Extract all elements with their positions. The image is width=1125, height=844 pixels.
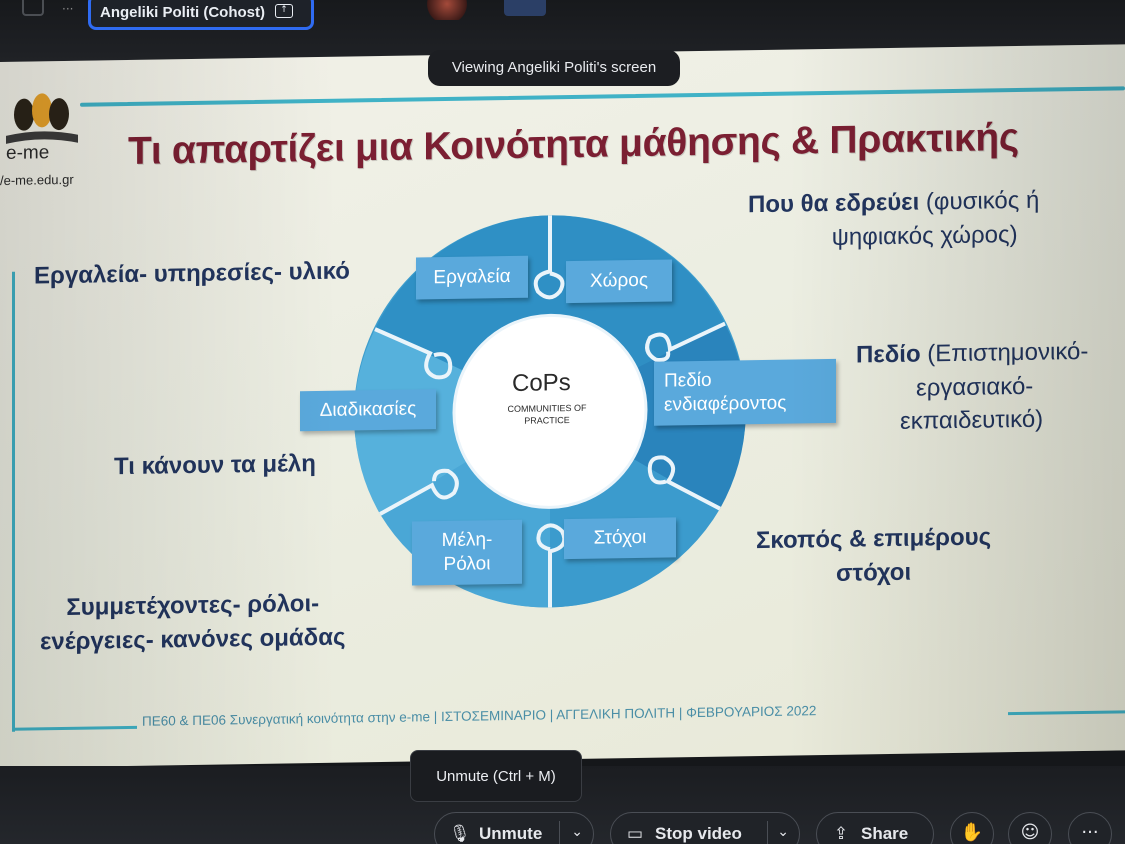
label-field-norm-1: (Επιστημονικό- <box>920 337 1089 368</box>
window-icon <box>22 0 44 16</box>
tile-field-2: ενδιαφέροντος <box>664 392 787 416</box>
unmute-tooltip: Unmute (Ctrl + M) <box>410 750 582 802</box>
label-goals: Σκοπός & επιμέρους στόχοι <box>756 520 991 591</box>
share-label: Share <box>861 824 909 843</box>
slide-footer: ΠΕ60 & ΠΕ06 Συνεργατική κοινότητα στην e… <box>142 703 817 729</box>
label-members-do: Τι κάνουν τα μέλη <box>114 447 316 484</box>
label-tools-services: Εργαλεία- υπηρεσίες- υλικό <box>34 255 350 294</box>
tile-goals: Στόχοι <box>564 517 676 560</box>
label-field-norm-3: εκπαιδευτικό) <box>900 405 1044 436</box>
e-me-logo: e-me <box>6 93 78 164</box>
camera-icon: ▭ <box>626 824 644 843</box>
share-icon: ⇪ <box>833 824 849 843</box>
tile-members-1: Μέλη- <box>441 529 493 552</box>
more-options-button[interactable]: ··· <box>1068 812 1112 844</box>
accent-line-bottom-left <box>12 725 137 731</box>
cops-subtitle-2: PRACTICE <box>524 414 570 426</box>
participant-video-thumbnail-2[interactable] <box>504 0 546 16</box>
tile-field-of-interest: Πεδίο ενδιαφέροντος <box>654 358 836 426</box>
wheel-center <box>452 313 648 509</box>
emoji-icon: ☺ <box>1020 822 1040 843</box>
reactions-button[interactable]: ☺ <box>1008 812 1052 844</box>
chevron-down-icon[interactable]: ⌄ <box>777 823 789 839</box>
viewing-screen-banner[interactable]: Viewing Angeliki Politi's screen <box>428 50 680 86</box>
share-screen-icon: ↑ <box>275 4 293 18</box>
cops-subtitle-1: COMMUNITIES OF <box>507 402 587 415</box>
label-goals-1: Σκοπός & επιμέρους <box>756 523 992 555</box>
accent-line-left <box>12 271 15 732</box>
cops-subtitle: COMMUNITIES OF PRACTICE <box>492 403 602 428</box>
accent-line-top <box>80 86 1125 107</box>
unmute-label: Unmute <box>479 824 543 843</box>
label-goals-2: στόχοι <box>835 558 912 587</box>
more-dots-icon[interactable]: ··· <box>62 2 74 16</box>
label-location-bold: Που θα εδρεύει <box>748 188 920 219</box>
label-location: Που θα εδρεύει (φυσικός ή ψηφιακός χώρος… <box>748 184 1039 256</box>
label-field: Πεδίο (Επιστημονικό- εργασιακό- εκπαιδευ… <box>856 335 1088 439</box>
logo-text: e-me <box>6 142 49 164</box>
wheel-segment-procedures <box>354 329 550 515</box>
label-participants: Συμμετέχοντες- ρόλοι- ενέργειες- κανόνες… <box>40 587 345 659</box>
mic-muted-icon: 🎙 <box>449 824 471 843</box>
label-field-norm-2: εργασιακό- <box>916 372 1034 402</box>
tile-members-roles: Μέλη- Ρόλοι <box>412 519 522 586</box>
tile-tools: Εργαλεία <box>416 255 528 300</box>
shared-slide: e-me /e-me.edu.gr Τι απαρτίζει μια Κοινό… <box>0 44 1125 768</box>
stop-video-button[interactable]: ▭ Stop video ⌄ <box>610 812 800 844</box>
tile-procedures: Διαδικασίες <box>300 389 436 432</box>
cohost-name: Angeliki Politi (Cohost) <box>100 4 265 21</box>
label-tools-services-text: Εργαλεία- υπηρεσίες- υλικό <box>34 257 350 290</box>
share-button[interactable]: ⇪ Share <box>816 812 934 844</box>
participant-video-thumbnail[interactable] <box>424 0 470 20</box>
label-participants-2: ενέργειες- κανόνες ομάδας <box>40 623 346 655</box>
tile-members-2: Ρόλοι <box>443 553 491 576</box>
unmute-button[interactable]: 🎙 Unmute ⌄ <box>434 812 594 844</box>
label-participants-1: Συμμετέχοντες- ρόλοι- <box>66 589 320 621</box>
label-members-do-text: Τι κάνουν τα μέλη <box>114 450 316 481</box>
cops-title: CoPs <box>512 369 571 397</box>
chevron-down-icon[interactable]: ⌄ <box>571 823 583 839</box>
logo-url: /e-me.edu.gr <box>0 171 74 188</box>
more-icon: ··· <box>1081 822 1099 843</box>
label-location-norm-1: (φυσικός ή <box>919 186 1040 216</box>
label-location-norm-2: ψηφιακός χώρος) <box>831 220 1018 251</box>
stop-video-label: Stop video <box>655 824 742 843</box>
accent-line-bottom-right <box>1008 710 1125 716</box>
slide-title: Τι απαρτίζει μια Κοινότητα μάθησης & Πρα… <box>128 115 1019 173</box>
cohost-video-tile[interactable]: Angeliki Politi (Cohost) ↑ <box>88 0 314 30</box>
tile-field-1: Πεδίο <box>664 370 712 392</box>
hand-icon: ✋ <box>960 822 984 843</box>
label-field-bold: Πεδίο <box>856 340 921 369</box>
tile-space: Χώρος <box>566 259 672 304</box>
puzzle-seams <box>374 215 726 608</box>
